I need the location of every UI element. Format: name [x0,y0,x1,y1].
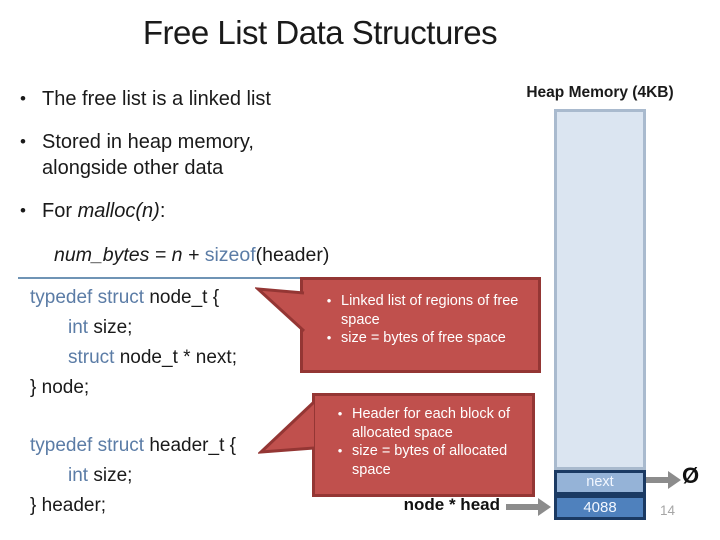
list-item: • The free list is a linked list [20,86,350,112]
bullet-icon: • [326,293,332,308]
bullet-icon: • [326,330,332,345]
bullet-text: Stored in heap memory, alongside other d… [42,131,254,179]
code-line: int size; [68,465,133,486]
callout-free-list: • Linked list of regions of free space •… [300,277,541,373]
bullet-text: The free list is a linked list [42,88,271,110]
code-line: typedef struct header_t { [30,435,236,456]
list-item: • For malloc(n): [20,198,350,224]
code-line: int size; [68,317,133,338]
bullet-icon: • [337,406,343,421]
callout-text: Header for each block of allocated space [352,406,510,441]
code-line: typedef struct node_t { [30,287,220,308]
callout-header: • Header for each block of allocated spa… [312,393,535,497]
callout-tail-pointer [258,400,316,454]
bullet-icon: • [20,89,26,108]
page-title: Free List Data Structures [142,14,498,51]
head-to-node-arrow [506,504,538,510]
callout-text: size = bytes of allocated space [352,443,508,478]
callout-bullet-row: • Linked list of regions of free space [317,292,528,329]
next-field-cell: next [554,470,646,495]
callout-text: Linked list of regions of free space [341,293,519,328]
bullet-text: For malloc(n): [42,200,166,222]
bullet-list: • The free list is a linked list • Store… [20,86,350,241]
code-line: } header; [30,495,107,516]
code-line: struct node_t * next; [68,347,237,368]
callout-bullet-row: • size = bytes of free space [317,329,528,348]
divider-line [18,277,393,279]
heap-memory-block [554,109,646,470]
callout-bullet-row: • Header for each block of allocated spa… [328,405,524,442]
null-pointer-symbol: Ø [682,463,700,488]
page-number: 14 [660,503,676,518]
heap-memory-label: Heap Memory (4KB) [526,84,674,101]
callout-bullet-row: • size = bytes of allocated space [328,442,524,479]
bullet-icon: • [337,443,343,458]
code-block-header-struct: typedef struct header_t { int size; } he… [30,431,236,521]
node-head-pointer-label: node * head [403,495,500,514]
code-line: } node; [30,377,90,398]
callout-tail-pointer [255,287,306,333]
arrow-right-icon [538,498,551,516]
callout-text: size = bytes of free space [341,330,506,346]
bullet-icon: • [20,201,26,220]
list-item: • Stored in heap memory, alongside other… [20,129,350,181]
next-to-null-arrow [646,477,668,483]
num-bytes-formula: num_bytes = n + sizeof(header) [54,244,330,266]
size-field-cell: 4088 [554,495,646,520]
code-block-node-struct: typedef struct node_t { int size; struct… [30,283,237,403]
arrow-right-icon [668,471,681,489]
bullet-icon: • [20,132,26,151]
